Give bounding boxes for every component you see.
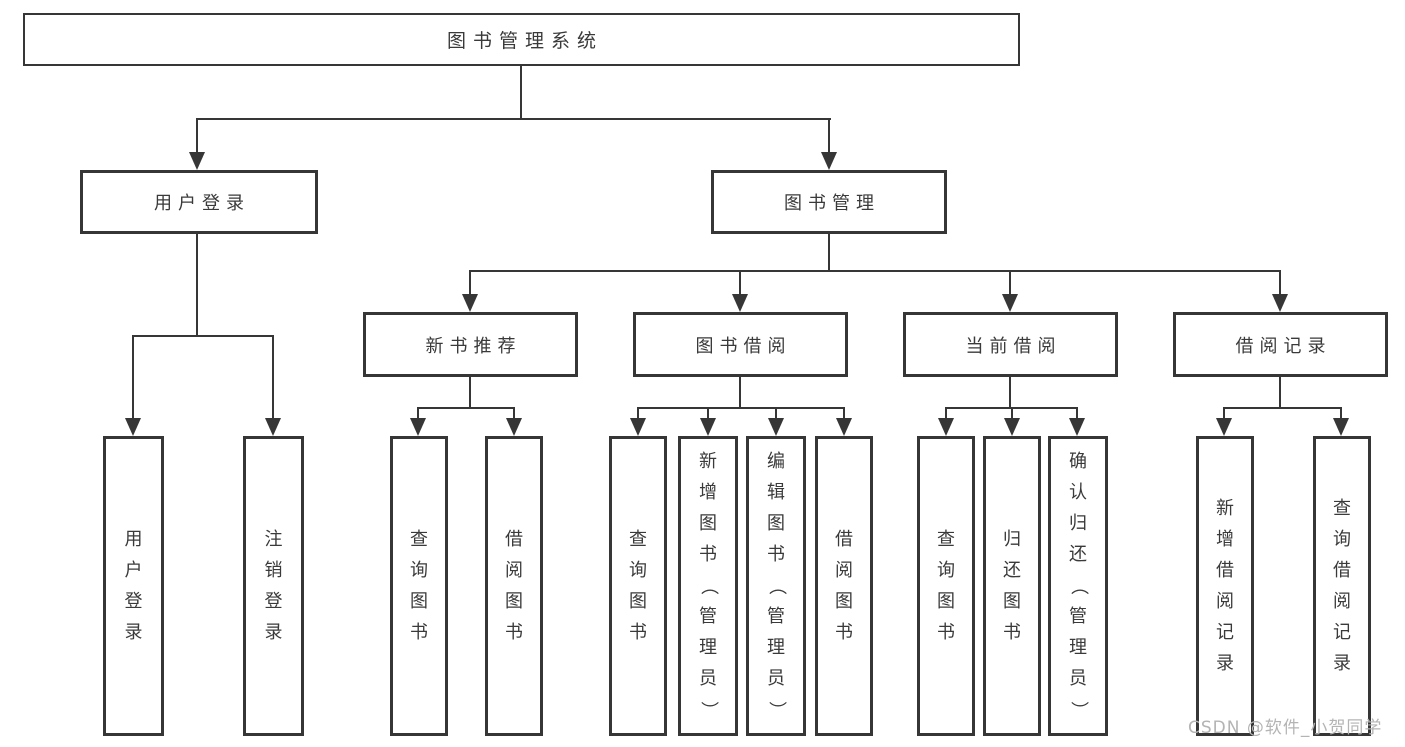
node-book-management: 图书管理 xyxy=(711,170,947,234)
node-leaf-borrow-books: 借阅图书 xyxy=(815,436,873,736)
connector-drop xyxy=(513,407,515,420)
arrowhead-icon xyxy=(1333,418,1349,436)
connector-drop xyxy=(707,407,709,420)
node-leaf-label: 编辑图书（管理员） xyxy=(766,451,787,720)
node-leaf-confirm-return-admin: 确认归还（管理员） xyxy=(1048,436,1108,736)
arrowhead-icon xyxy=(462,294,478,312)
node-book-borrowing-label: 图书借阅 xyxy=(695,335,792,357)
arrowhead-icon xyxy=(1216,418,1232,436)
arrowhead-icon xyxy=(265,418,281,436)
node-leaf-edit-books-admin: 编辑图书（管理员） xyxy=(746,436,806,736)
connector-root-bar xyxy=(196,118,831,120)
connector-drop-borrow-records xyxy=(1279,270,1281,296)
node-leaf-user-login: 用户登录 xyxy=(103,436,164,736)
node-current-borrowing: 当前借阅 xyxy=(903,312,1118,377)
node-leaf-query-books-recommend: 查询图书 xyxy=(390,436,448,736)
connector-book-management-stem xyxy=(828,233,830,270)
connector-current-borrowing-stem xyxy=(1009,377,1011,407)
connector-book-management-bar xyxy=(469,270,1281,272)
node-new-book-recommend: 新书推荐 xyxy=(363,312,578,377)
arrowhead-icon xyxy=(1069,418,1085,436)
node-leaf-add-books-admin: 新增图书（管理员） xyxy=(678,436,738,736)
connector-book-borrowing-stem xyxy=(739,377,741,407)
arrowhead-icon xyxy=(1002,294,1018,312)
connector-user-login-bar xyxy=(132,335,274,337)
node-leaf-label: 借阅图书 xyxy=(835,528,853,643)
node-leaf-label: 查询图书 xyxy=(410,528,428,643)
arrowhead-icon xyxy=(700,418,716,436)
arrowhead-icon xyxy=(821,152,837,170)
node-leaf-label: 查询图书 xyxy=(937,528,955,643)
arrowhead-icon xyxy=(768,418,784,436)
arrowhead-icon xyxy=(732,294,748,312)
node-book-management-label: 图书管理 xyxy=(784,193,880,214)
connector-root-stem xyxy=(520,66,522,118)
connector-drop-leaf-logout xyxy=(272,335,274,420)
node-leaf-label: 新增图书（管理员） xyxy=(698,451,719,720)
connector-drop xyxy=(417,407,419,420)
node-borrow-records-label: 借阅记录 xyxy=(1235,335,1332,357)
connector-borrow-records-stem xyxy=(1279,377,1281,407)
connector-borrow-records-bar xyxy=(1223,407,1342,409)
arrowhead-icon xyxy=(410,418,426,436)
node-leaf-query-borrow-record: 查询借阅记录 xyxy=(1313,436,1371,736)
connector-drop xyxy=(843,407,845,420)
node-leaf-logout: 注销登录 xyxy=(243,436,304,736)
arrowhead-icon xyxy=(125,418,141,436)
connector-drop-user-login xyxy=(196,118,198,156)
connector-new-book-stem xyxy=(469,377,471,407)
arrowhead-icon xyxy=(1272,294,1288,312)
connector-book-borrowing-bar xyxy=(637,407,845,409)
connector-user-login-stem xyxy=(196,233,198,335)
node-user-login: 用户登录 xyxy=(80,170,318,234)
node-leaf-label: 借阅图书 xyxy=(505,528,523,643)
node-leaf-borrow-books-recommend: 借阅图书 xyxy=(485,436,543,736)
watermark: CSDN @软件_小贺同学 xyxy=(1188,718,1383,738)
arrowhead-icon xyxy=(630,418,646,436)
node-library-system: 图书管理系统 xyxy=(23,13,1020,66)
arrowhead-icon xyxy=(189,152,205,170)
connector-drop xyxy=(945,407,947,420)
node-leaf-label: 确认归还（管理员） xyxy=(1068,451,1089,720)
node-leaf-query-books-borrowing: 查询图书 xyxy=(609,436,667,736)
arrowhead-icon xyxy=(836,418,852,436)
connector-drop xyxy=(1340,407,1342,420)
node-leaf-logout-label: 注销登录 xyxy=(264,528,283,643)
node-leaf-query-books-current: 查询图书 xyxy=(917,436,975,736)
connector-drop-new-book xyxy=(469,270,471,296)
connector-drop-book-management xyxy=(828,118,830,156)
node-new-book-recommend-label: 新书推荐 xyxy=(425,335,522,357)
node-leaf-user-login-label: 用户登录 xyxy=(124,528,143,643)
node-library-system-label: 图书管理系统 xyxy=(446,30,603,52)
arrowhead-icon xyxy=(938,418,954,436)
connector-drop xyxy=(637,407,639,420)
arrowhead-icon xyxy=(506,418,522,436)
node-book-borrowing: 图书借阅 xyxy=(633,312,848,377)
connector-drop xyxy=(1076,407,1078,420)
arrowhead-icon xyxy=(1004,418,1020,436)
connector-drop xyxy=(1223,407,1225,420)
connector-drop-book-borrowing xyxy=(739,270,741,296)
node-leaf-label: 查询图书 xyxy=(629,528,647,643)
node-leaf-label: 新增借阅记录 xyxy=(1216,497,1234,674)
connector-drop xyxy=(1011,407,1013,420)
connector-drop-leaf-user-login xyxy=(132,335,134,420)
connector-drop-current-borrowing xyxy=(1009,270,1011,296)
node-current-borrowing-label: 当前借阅 xyxy=(965,335,1062,357)
connector-new-book-bar xyxy=(417,407,515,409)
node-leaf-label: 归还图书 xyxy=(1003,528,1021,643)
node-user-login-label: 用户登录 xyxy=(154,193,250,214)
node-leaf-label: 查询借阅记录 xyxy=(1333,497,1351,674)
node-leaf-return-books: 归还图书 xyxy=(983,436,1041,736)
connector-drop xyxy=(775,407,777,420)
node-leaf-add-borrow-record: 新增借阅记录 xyxy=(1196,436,1254,736)
node-borrow-records: 借阅记录 xyxy=(1173,312,1388,377)
